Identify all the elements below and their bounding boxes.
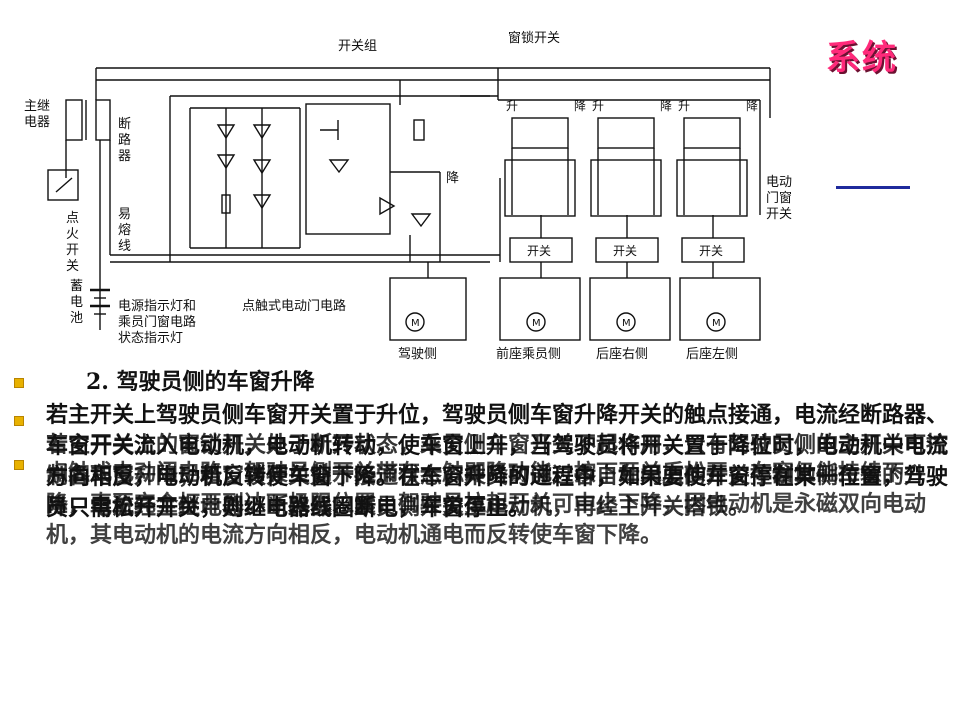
down-label-2: 降 [574, 99, 586, 113]
bullet-3 [14, 460, 24, 470]
circuit-diagram: 开关组 窗锁开关 主继电器 断路器 点火开关 易熔线 蓄电池 电源指示灯和乘员门… [24, 30, 792, 362]
section-heading: 2. 驾驶员侧的车窗升降 [86, 369, 315, 395]
motor-m-2: M [532, 318, 541, 329]
front-passenger-label: 前座乘员侧 [496, 346, 561, 362]
down-label-4: 降 [746, 99, 758, 113]
paragraph-2: 若主开关上的窗锁开关处于断开状态，乘员侧车窗开关不起作用，只有驾驶员侧的主开关可… [46, 432, 949, 520]
power-indicator-label: 电源指示灯和乘员门窗电路状态指示灯 [118, 299, 196, 346]
breaker-label: 断路器 [118, 117, 131, 164]
switch-label-3: 开关 [699, 244, 723, 258]
rear-right-label: 后座右侧 [596, 347, 648, 362]
up-label-1: 升 [506, 99, 518, 113]
bullet-1 [14, 378, 24, 388]
electric-window-switch-label: 电动门窗开关 [766, 175, 792, 222]
bullet-2 [14, 416, 24, 426]
paragraph-3: 点触式电动门电路：驾驶员侧开关带有一触即降功能，按下开关后松开，车窗仍能持续下降… [46, 460, 927, 548]
switch-label-2: 开关 [613, 244, 637, 258]
main-relay-label: 主继电器 [24, 99, 50, 130]
rear-left-label: 后座左侧 [686, 347, 738, 362]
motor-m-4: M [712, 318, 721, 329]
decorative-bar [836, 186, 910, 189]
window-lock-switch-label: 窗锁开关 [508, 30, 560, 46]
down-label-3: 降 [660, 99, 672, 113]
ignition-switch-label: 点火开关 [66, 211, 79, 274]
motor-m-3: M [622, 318, 631, 329]
up-label-3: 升 [678, 99, 690, 113]
switch-label-1: 开关 [527, 244, 551, 258]
paragraph-1: 若主开关上驾驶员侧车窗开关置于升位，驾驶员侧车窗升降开关的触点接通，电流经断路器… [46, 402, 949, 521]
driver-side-label: 驾驶侧 [398, 347, 437, 362]
up-label-2: 升 [592, 99, 604, 113]
battery-label: 蓄电池 [70, 279, 83, 326]
fuse-label: 易熔线 [118, 207, 131, 254]
logo: 系统 [826, 38, 898, 78]
motor-m-1: M [411, 318, 420, 329]
touch-circuit-label: 点触式电动门电路 [242, 298, 346, 314]
switch-group-label: 开关组 [338, 39, 377, 54]
down-label: 降 [446, 171, 459, 186]
